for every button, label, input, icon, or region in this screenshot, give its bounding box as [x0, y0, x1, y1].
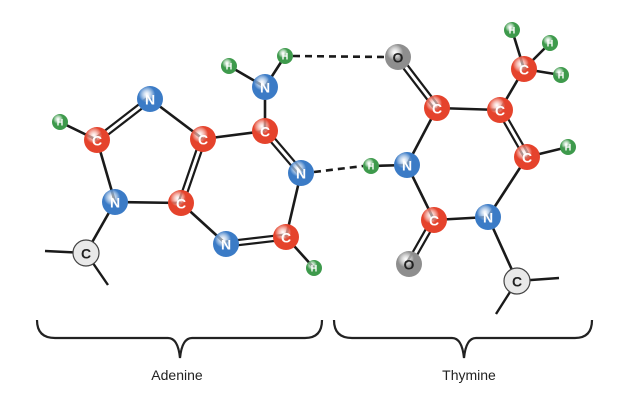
backbone-carbon: C: [503, 267, 531, 295]
atom-label: C: [495, 103, 505, 119]
atom-h: H: [306, 260, 322, 276]
atom-o: O: [385, 44, 411, 70]
atom-label: N: [110, 195, 120, 211]
atom-label: C: [519, 62, 529, 78]
atom-c: C: [252, 118, 278, 144]
atom-label: C: [429, 213, 439, 229]
hydrogen-bond: [292, 54, 386, 59]
atom-sphere: [553, 67, 569, 83]
atom-label: H: [311, 264, 318, 274]
atom-sphere: [252, 118, 278, 144]
atom-sphere: [168, 190, 194, 216]
atom-label: H: [226, 62, 233, 72]
atom-c: C: [487, 97, 513, 123]
atom-n: N: [213, 231, 239, 257]
atom-n: N: [102, 189, 128, 215]
atom-sphere: [394, 152, 420, 178]
adenine-brace: [35, 319, 324, 359]
atom-h: H: [363, 158, 379, 174]
atom-sphere: [514, 144, 540, 170]
atom-label: H: [558, 71, 565, 81]
atom-sphere: [475, 204, 501, 230]
atom-n: N: [394, 152, 420, 178]
atom-label: N: [483, 210, 493, 226]
atom-sphere: [424, 95, 450, 121]
atom-h: H: [553, 67, 569, 83]
atom-label: H: [282, 52, 289, 62]
atom-sphere: [421, 207, 447, 233]
atom-c: C: [421, 207, 447, 233]
atom-sphere: [306, 260, 322, 276]
atom-sphere: [511, 56, 537, 82]
atom-c: C: [168, 190, 194, 216]
adenine-label: Adenine: [151, 367, 203, 383]
atom-sphere: [52, 114, 68, 130]
atom-sphere: [503, 267, 531, 295]
atom-sphere: [288, 160, 314, 186]
atom-sphere: [487, 97, 513, 123]
atoms: H C N C C N H H N C H N C N C O C C C H H H C H N C O N H C: [52, 22, 576, 295]
atom-label: H: [565, 143, 572, 153]
hydrogen-bonds: [292, 54, 386, 174]
hydrogen-bond: [313, 164, 364, 174]
atom-label: N: [296, 166, 306, 182]
backbone-carbon: C: [72, 239, 100, 267]
atom-label: H: [368, 162, 375, 172]
atom-sphere: [84, 127, 110, 153]
atom-sphere: [504, 22, 520, 38]
atom-c: C: [424, 95, 450, 121]
atom-label: N: [145, 92, 155, 108]
atom-h: H: [504, 22, 520, 38]
atom-sphere: [221, 58, 237, 74]
atom-sphere: [273, 224, 299, 250]
atom-sphere: [396, 251, 422, 277]
atom-h: H: [560, 139, 576, 155]
atom-h: H: [277, 48, 293, 64]
atom-n: N: [252, 74, 278, 100]
atom-label: N: [260, 80, 270, 96]
atom-n: N: [288, 160, 314, 186]
atom-c: C: [273, 224, 299, 250]
atom-h: H: [221, 58, 237, 74]
atom-sphere: [560, 139, 576, 155]
atom-label: H: [509, 26, 516, 36]
atom-c: C: [84, 127, 110, 153]
atom-n: N: [475, 204, 501, 230]
atom-sphere: [385, 44, 411, 70]
atom-label: C: [176, 196, 186, 212]
atom-label: C: [522, 150, 532, 166]
thymine-brace: [332, 319, 594, 359]
atom-c: C: [514, 144, 540, 170]
atom-label: C: [92, 133, 102, 149]
atom-label: C: [260, 124, 270, 140]
atom-h: H: [542, 35, 558, 51]
atom-sphere: [252, 74, 278, 100]
atom-sphere: [102, 189, 128, 215]
atom-label: C: [198, 132, 208, 148]
atom-o: O: [396, 251, 422, 277]
atom-label: H: [57, 118, 64, 128]
atom-c: C: [190, 126, 216, 152]
atom-sphere: [72, 239, 100, 267]
thymine-label: Thymine: [442, 367, 496, 383]
atom-label: C: [281, 230, 291, 246]
atom-sphere: [277, 48, 293, 64]
atom-label: N: [402, 158, 412, 174]
atom-sphere: [213, 231, 239, 257]
atom-n: N: [137, 86, 163, 112]
atom-c: C: [511, 56, 537, 82]
atom-label: C: [432, 101, 442, 117]
atom-sphere: [137, 86, 163, 112]
atom-label: O: [404, 257, 415, 273]
atom-label: C: [512, 274, 522, 290]
atom-h: H: [52, 114, 68, 130]
atom-label: H: [547, 39, 554, 49]
atom-sphere: [542, 35, 558, 51]
atom-sphere: [190, 126, 216, 152]
atom-label: O: [393, 50, 404, 66]
atom-sphere: [363, 158, 379, 174]
atom-label: N: [221, 237, 231, 253]
atom-label: C: [81, 246, 91, 262]
